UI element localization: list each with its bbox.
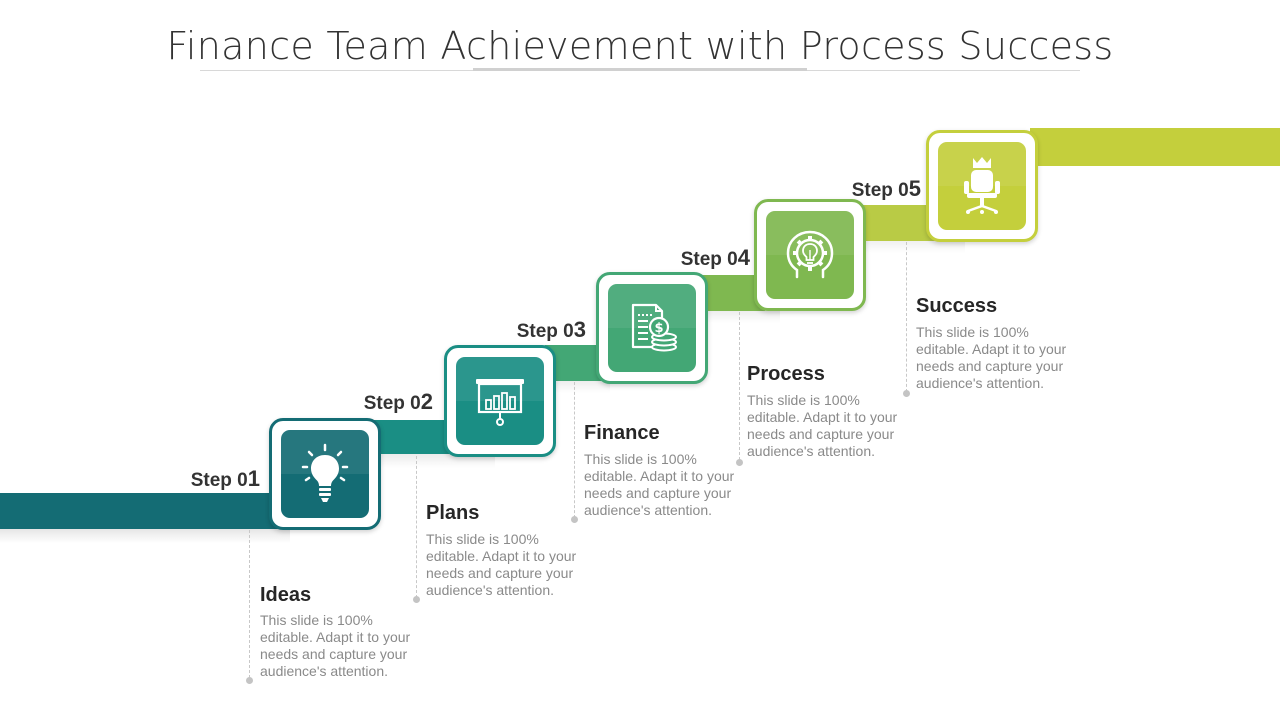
lightbulb-icon [301, 443, 349, 502]
step-heading-2: Plans [426, 502, 480, 524]
step-heading-5: Success [916, 295, 998, 317]
step-card-5-inner [938, 142, 1026, 230]
step-band-1 [0, 493, 280, 529]
band-shadow-3 [550, 381, 610, 393]
slide-title: Finance Team Achievement with Process Su… [166, 24, 1114, 68]
step-description-2: This slide is 100% editable. Adapt it to… [426, 531, 577, 598]
title-underline-accent [473, 68, 807, 71]
step-heading-1: Ideas [260, 584, 312, 606]
step-label-3-prefix: Step 0 [516, 321, 574, 342]
step-label-4-prefix: Step 0 [680, 249, 738, 270]
step-card-1 [269, 418, 381, 530]
invoice-coins-icon: $ [631, 303, 677, 352]
step-description-1: This slide is 100% editable. Adapt it to… [260, 612, 411, 679]
step-card-4-inner [766, 211, 854, 299]
step-label-1-number: 1 [247, 466, 260, 491]
leader-line-3 [574, 382, 575, 518]
step-card-3: $ [596, 272, 708, 384]
svg-text:$: $ [654, 321, 663, 336]
step-label-3-number: 3 [573, 317, 586, 342]
step-label-4: Step 04 [650, 245, 750, 271]
step-label-3: Step 03 [486, 317, 586, 343]
step-heading-3: Finance [584, 422, 660, 444]
step-card-2 [444, 345, 556, 457]
step-description-3: This slide is 100% editable. Adapt it to… [584, 451, 735, 518]
crown-chair-icon [964, 157, 1000, 214]
presentation-board-icon [476, 379, 524, 426]
step-label-2-number: 2 [420, 389, 433, 414]
band-shadow-2 [375, 454, 495, 468]
head-gear-bulb-icon [786, 230, 834, 279]
leader-line-1 [249, 530, 250, 678]
step-card-4 [754, 199, 866, 311]
step-card-2-inner [456, 357, 544, 445]
step-label-5: Step 05 [821, 176, 921, 202]
band-shadow-1 [0, 529, 290, 543]
step-description-5: This slide is 100% editable. Adapt it to… [916, 324, 1067, 391]
leader-dot-3 [571, 516, 578, 523]
leader-line-4 [739, 312, 740, 460]
step-band-top [1030, 128, 1280, 166]
leader-dot-1 [246, 677, 253, 684]
step-card-3-inner: $ [608, 284, 696, 372]
step-label-1-prefix: Step 0 [190, 470, 248, 491]
step-label-2-prefix: Step 0 [363, 393, 421, 414]
step-label-5-number: 5 [908, 176, 921, 201]
step-heading-4: Process [747, 363, 825, 385]
step-label-1: Step 01 [160, 466, 260, 492]
leader-dot-5 [903, 390, 910, 397]
leader-line-2 [416, 456, 417, 598]
step-label-4-number: 4 [737, 245, 750, 270]
leader-dot-2 [413, 596, 420, 603]
leader-dot-4 [736, 459, 743, 466]
step-label-5-prefix: Step 0 [851, 180, 909, 201]
step-band-5 [860, 205, 935, 241]
step-card-1-inner [281, 430, 369, 518]
step-description-4: This slide is 100% editable. Adapt it to… [747, 392, 898, 459]
step-card-5 [926, 130, 1038, 242]
band-shadow-5 [865, 241, 965, 253]
step-label-2: Step 02 [333, 389, 433, 415]
leader-line-5 [906, 242, 907, 392]
band-shadow-4 [705, 311, 780, 323]
